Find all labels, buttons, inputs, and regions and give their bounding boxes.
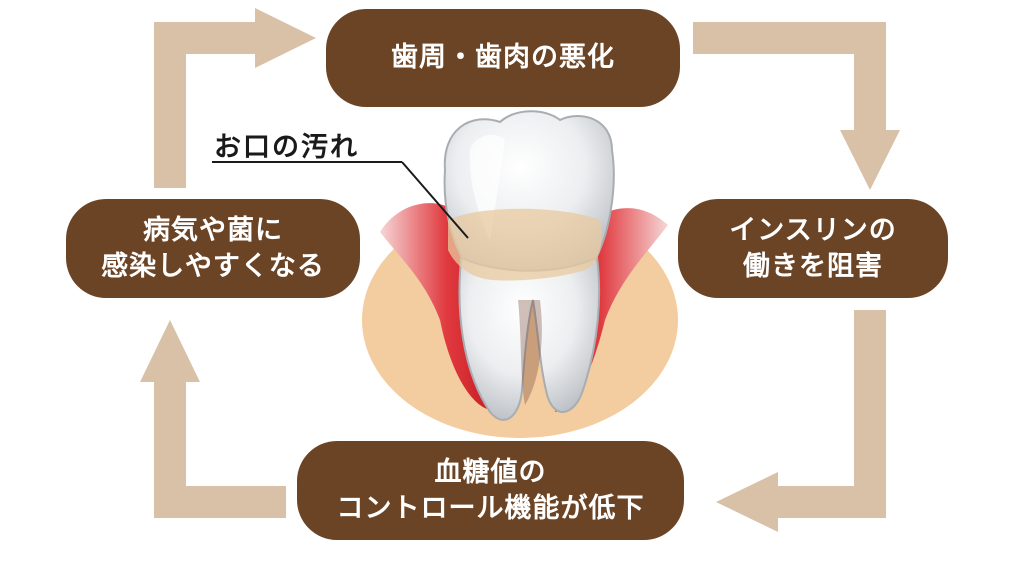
- tooth-roots: [458, 249, 601, 421]
- arrow-bottom-to-left: [140, 320, 286, 518]
- cycle-box-text: 歯周・歯肉の悪化: [391, 42, 615, 74]
- cycle-box-text-line2: 感染しやすくなる: [101, 250, 325, 282]
- tooth-illustration: [362, 110, 678, 438]
- cycle-box-text-line2: コントロール機能が低下: [336, 492, 645, 524]
- callout-leader: [212, 161, 469, 239]
- cycle-box-infection-risk: 病気や菌に 感染しやすくなる: [66, 199, 360, 298]
- cycle-box-gum-deterioration: 歯周・歯肉の悪化: [326, 9, 680, 107]
- callout-label: お口の汚れ: [214, 132, 359, 163]
- root-canal-shadow: [518, 300, 542, 405]
- arrow-top-to-right: [693, 22, 900, 190]
- cycle-box-text-line1: インスリンの: [729, 215, 897, 247]
- inflamed-gum-left: [380, 203, 490, 410]
- cycle-box-text-line1: 血糖値の: [434, 457, 547, 489]
- cycle-box-blood-sugar-control: 血糖値の コントロール機能が低下: [297, 441, 684, 540]
- cycle-box-text-line2: 働きを阻害: [743, 250, 883, 282]
- arrow-right-to-bottom: [716, 310, 886, 532]
- plaque-band: [448, 208, 602, 281]
- cycle-box-insulin-inhibition: インスリンの 働きを阻害: [678, 199, 948, 298]
- crown-highlight: [469, 134, 505, 240]
- cycle-box-text-line1: 病気や菌に: [143, 215, 283, 247]
- arrow-left-to-top: [154, 8, 316, 188]
